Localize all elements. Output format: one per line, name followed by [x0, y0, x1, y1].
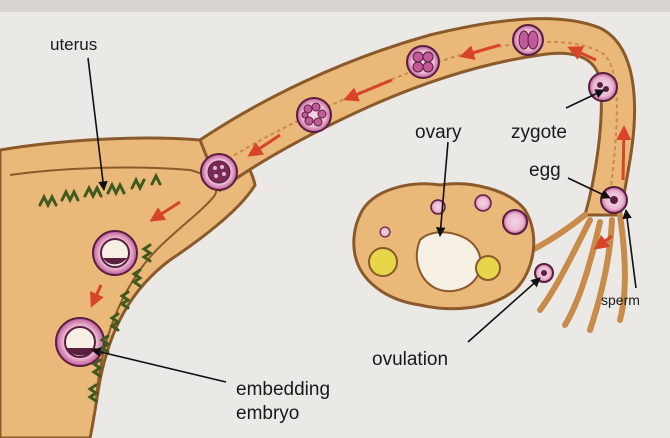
cleavage-2cell: [513, 25, 543, 55]
embedding-embryo-cell: [56, 318, 104, 366]
label-uterus: uterus: [50, 35, 97, 54]
egg-nucleus: [610, 196, 618, 204]
label-embryo: embryo: [236, 403, 299, 424]
cleavage-4cell: [407, 46, 439, 78]
ovary-cut-surface: [417, 232, 481, 291]
blastocyst: [93, 231, 137, 275]
yellow-follicle-2: [476, 256, 500, 280]
cleavage-8cell: [297, 98, 331, 132]
label-ovary: ovary: [415, 122, 462, 143]
page-top-strip: [0, 0, 670, 12]
label-zygote: zygote: [511, 122, 567, 143]
follicle-small-2: [475, 195, 491, 211]
zygote-nucleus-a: [597, 82, 603, 88]
zygote-nucleus-b: [603, 86, 609, 92]
yellow-follicle-1: [369, 248, 397, 276]
label-embedding: embedding: [236, 379, 330, 400]
arrow-up-1: [623, 128, 624, 180]
label-egg: egg: [529, 160, 561, 181]
label-ovulation: ovulation: [372, 349, 448, 370]
follicle-large: [503, 210, 527, 234]
zygote-cell: [589, 73, 617, 101]
label-sperm: sperm: [601, 292, 640, 308]
ovulated-egg-nucleus: [541, 270, 547, 276]
morula: [201, 154, 237, 190]
follicle-small-3: [380, 227, 390, 237]
